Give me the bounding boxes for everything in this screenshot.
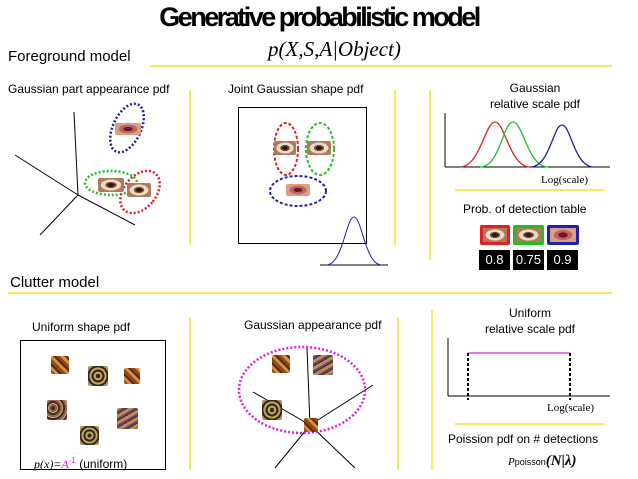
clutter-scale-plot [447, 338, 610, 400]
clutter-appearance-axes [237, 345, 374, 469]
clutter-shape-label: Uniform shape pdf [32, 320, 131, 334]
shape-eye-left [274, 141, 296, 155]
poisson-formula: Ppoisson(N|λ) [508, 453, 577, 469]
detection-table-label: Prob. of detection table [463, 202, 587, 216]
clutter-patch-5 [117, 408, 138, 429]
fg-scale-plot [444, 113, 610, 168]
poisson-label: Poission pdf on # detections [448, 432, 599, 446]
mouth-patch [115, 123, 141, 135]
eye-patch-left [98, 178, 124, 192]
clutter-scale-axis-label: Log(scale) [547, 402, 595, 414]
app-patch-2 [313, 355, 333, 375]
eye-patch-right [127, 183, 151, 197]
clutter-patch-3 [124, 368, 140, 384]
clutter-shape-frame [20, 340, 166, 470]
det-mouth [547, 225, 579, 245]
clutter-patch-2 [88, 366, 108, 386]
fg-scale-label-1: Gaussian [509, 81, 561, 95]
det-eye-right [513, 225, 544, 245]
fg-scale-label-2: relative scale pdf [489, 97, 581, 111]
fg-appearance-label: Gaussian part appearance pdf [8, 82, 170, 96]
app-patch-3 [262, 400, 282, 420]
fg-scale-axis-label: Log(scale) [541, 174, 589, 186]
uniform-formula: p(x)=A-1 (uniform) [34, 456, 128, 471]
fg-shape-frame [238, 107, 367, 244]
clutter-appearance-label: Gaussian appearance pdf [244, 318, 382, 332]
det-eye-left [480, 225, 510, 245]
fg-shape-label: Joint Gaussian shape pdf [228, 82, 364, 96]
clutter-scale-label-1: Uniform [508, 306, 551, 320]
foreground-section-label: Foreground model [8, 48, 131, 65]
det-value-eye-right: 0.75 [513, 250, 544, 270]
clutter-scale-label-2: relative scale pdf [484, 322, 576, 336]
fg-shape-ellipses [269, 122, 388, 266]
clutter-patch-4 [47, 400, 67, 420]
app-patch-4 [304, 418, 318, 432]
page-title: Generative probabilistic model [159, 2, 481, 32]
fg-appearance-axes [14, 102, 161, 236]
clutter-section-label: Clutter model [10, 274, 100, 291]
model-formula: p(X,S,A|Object) [268, 37, 401, 61]
det-value-mouth: 0.9 [547, 250, 578, 270]
clutter-patch-1 [51, 356, 69, 374]
shape-mouth [286, 184, 310, 196]
shape-eye-right [307, 141, 331, 155]
det-value-eye-left: 0.8 [479, 250, 510, 270]
clutter-patch-6 [80, 426, 99, 445]
app-patch-1 [272, 355, 290, 373]
